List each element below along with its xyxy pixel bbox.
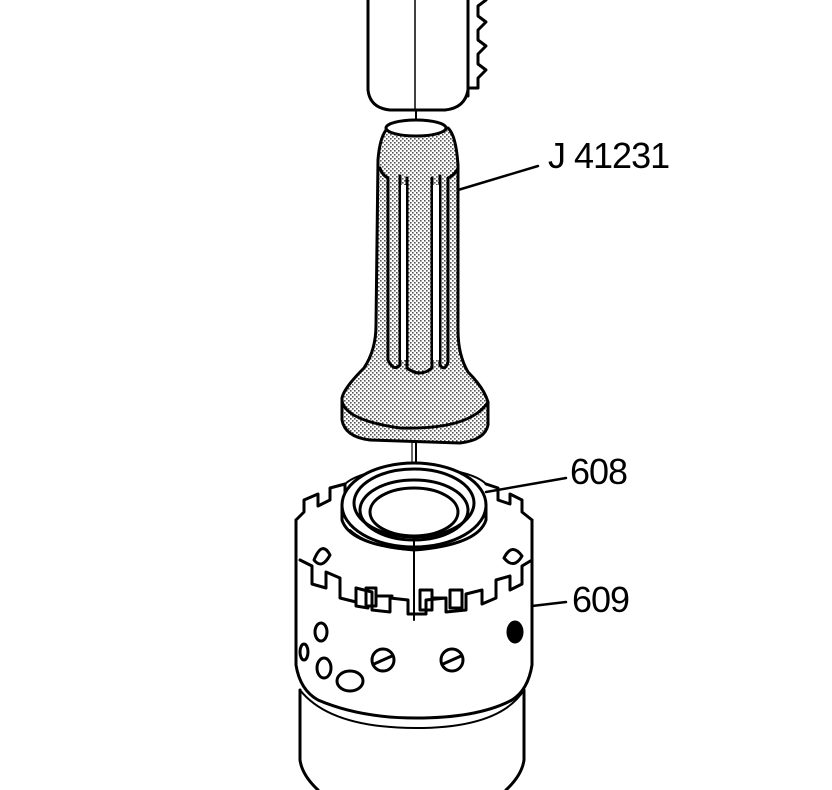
installer-tool-j41231 — [340, 118, 490, 445]
leader-tool — [456, 164, 540, 192]
driver-handle — [366, 0, 488, 112]
callout-housing-label: 609 — [572, 579, 629, 620]
callout-seal-label: 608 — [570, 451, 627, 492]
callout-tool-label: J 41231 — [548, 135, 669, 176]
leader-housing — [530, 600, 568, 608]
housing-609 — [294, 465, 534, 790]
leader-seal — [484, 476, 568, 494]
seal-608 — [340, 461, 488, 552]
